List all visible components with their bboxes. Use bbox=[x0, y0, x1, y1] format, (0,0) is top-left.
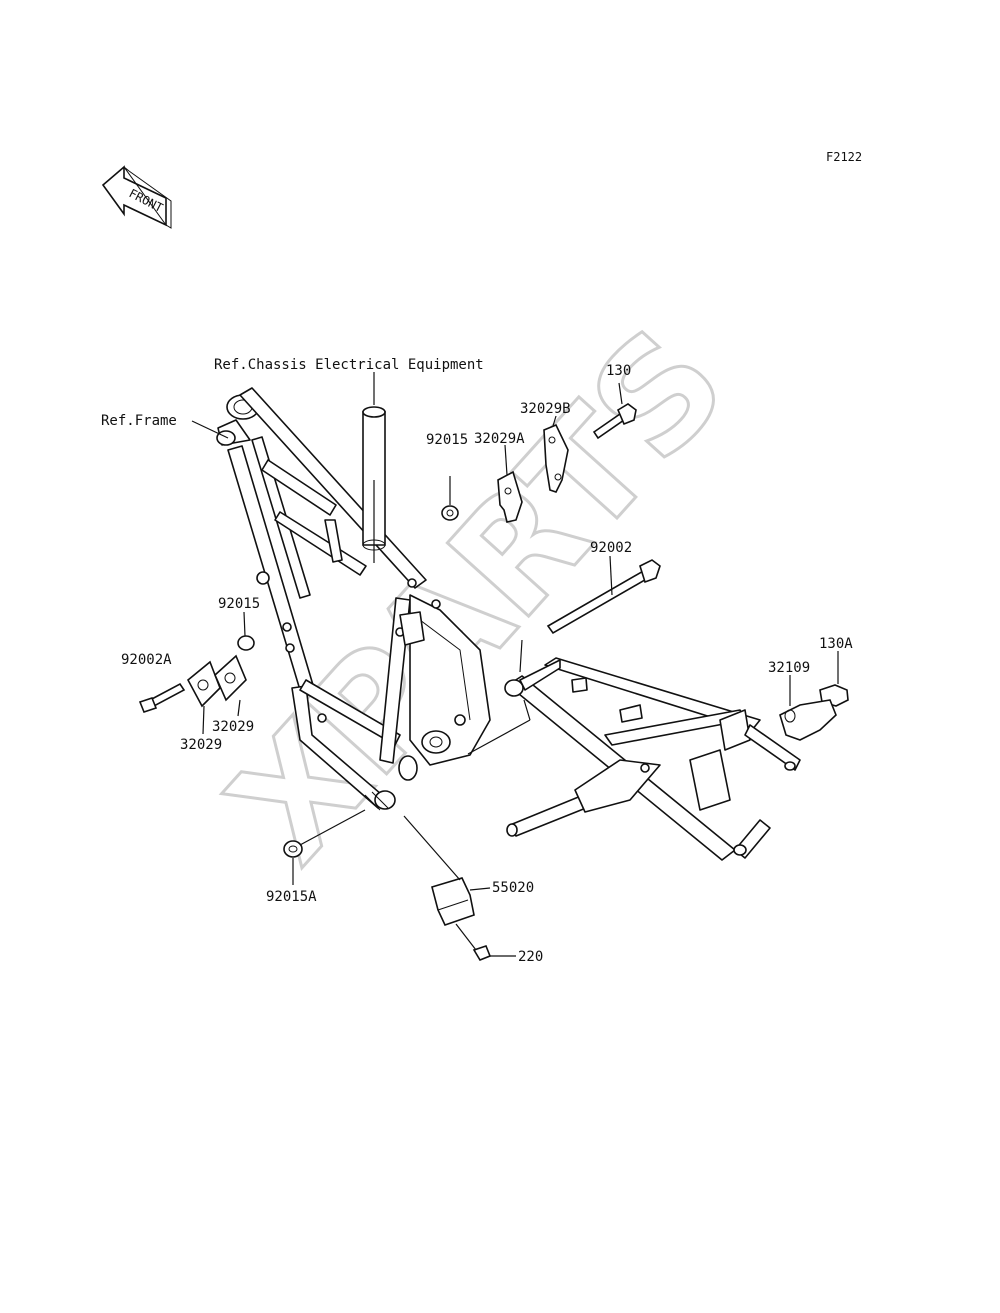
plate-32029-right bbox=[214, 654, 247, 702]
nut-92015-mid bbox=[237, 635, 255, 651]
label-32109: 32109 bbox=[768, 660, 810, 676]
bracket-32109 bbox=[779, 699, 837, 741]
spacer-collar bbox=[362, 406, 386, 551]
leader-lines bbox=[191, 372, 839, 957]
bolt-92002 bbox=[546, 559, 661, 635]
label-130a: 130A bbox=[819, 636, 853, 652]
bolt-130 bbox=[592, 403, 637, 440]
bracket-32029b bbox=[543, 423, 569, 493]
label-92002a: 92002A bbox=[121, 652, 172, 668]
screw-220 bbox=[472, 945, 492, 961]
figure-code: F2122 bbox=[826, 150, 862, 164]
front-arrow-icon: FRONT bbox=[101, 165, 172, 229]
nut-92015-top bbox=[441, 505, 459, 521]
under-frame bbox=[504, 657, 801, 861]
plate-32029-left bbox=[186, 660, 221, 708]
label-92015-top: 92015 bbox=[426, 432, 468, 448]
label-32029b: 32029B bbox=[520, 401, 571, 417]
label-32029a: 32029A bbox=[474, 431, 525, 447]
cover-55020 bbox=[431, 877, 475, 926]
part-labels: Ref.Chassis Electrical Equipment Ref.Fra… bbox=[101, 357, 853, 965]
bracket-32029a bbox=[497, 470, 523, 523]
bolt-92002a bbox=[138, 682, 186, 713]
label-32029-left: 32029 bbox=[180, 737, 222, 753]
label-92015-mid: 92015 bbox=[218, 596, 260, 612]
label-130: 130 bbox=[606, 363, 631, 379]
label-92015a: 92015A bbox=[266, 889, 317, 905]
nut-92015a bbox=[283, 840, 303, 858]
ref-chassis-electrical-label: Ref.Chassis Electrical Equipment bbox=[214, 357, 484, 373]
label-32029-right: 32029 bbox=[212, 719, 254, 735]
label-220: 220 bbox=[518, 949, 543, 965]
ref-frame-label: Ref.Frame bbox=[101, 413, 177, 429]
label-55020: 55020 bbox=[492, 880, 534, 896]
label-92002: 92002 bbox=[590, 540, 632, 556]
